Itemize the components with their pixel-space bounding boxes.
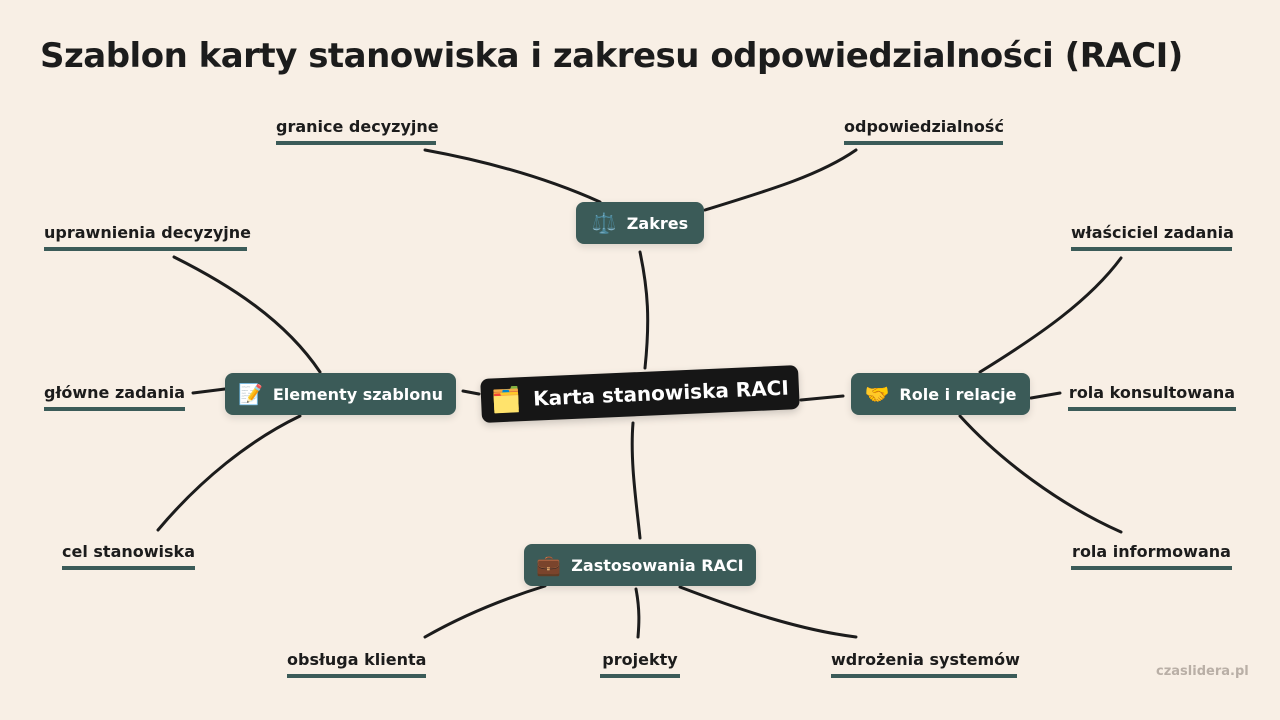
connector-role-konsultowana [1029, 391, 1062, 400]
leaf-rola-informowana[interactable]: rola informowana [1071, 542, 1232, 570]
branch-node-role-i-relacje[interactable]: 🤝 Role i relacje [851, 373, 1030, 415]
center-node-label: Karta stanowiska RACI [532, 375, 790, 411]
branch-node-zastosowania-raci[interactable]: 💼 Zastosowania RACI [524, 544, 756, 586]
leaf-granice-decyzyjne[interactable]: granice decyzyjne [276, 117, 439, 145]
connector-center-role [799, 394, 845, 402]
memo-icon: 📝 [237, 382, 263, 406]
branch-node-zakres[interactable]: ⚖️ Zakres [576, 202, 704, 244]
leaf-obsluga-klienta[interactable]: obsługa klienta [287, 650, 426, 678]
branch-label-role-i-relacje: Role i relacje [899, 384, 1017, 404]
leaf-odpowiedzialnosc[interactable]: odpowiedzialność [844, 117, 1004, 145]
branch-label-elementy-szablonu: Elementy szablonu [272, 384, 444, 404]
leaf-projekty[interactable]: projekty [600, 650, 680, 678]
leaf-rola-konsultowana[interactable]: rola konsultowana [1068, 383, 1236, 411]
branch-node-elementy-szablonu[interactable]: 📝 Elementy szablonu [225, 373, 456, 415]
watermark: czaslidera.pl [1156, 664, 1249, 679]
connector-zakres-odpowiedzialnosc [703, 148, 858, 212]
branch-label-zakres: Zakres [626, 213, 689, 233]
leaf-uprawnienia-decyzyjne[interactable]: uprawnienia decyzyjne [44, 223, 251, 251]
branch-label-zastosowania-raci: Zastosowania RACI [571, 555, 744, 575]
connector-elementy-uprawnienia [172, 255, 322, 374]
page-title: Szablon karty stanowiska i zakresu odpow… [40, 36, 1183, 76]
connector-zastosowania-wdrozenia [678, 585, 858, 639]
briefcase-icon: 💼 [536, 553, 562, 577]
connector-zakres-granice [423, 148, 602, 204]
balance-scale-icon: ⚖️ [591, 211, 617, 235]
card-index-dividers-icon: 🗂️ [490, 385, 522, 415]
leaf-cel-stanowiska[interactable]: cel stanowiska [62, 542, 195, 570]
connector-elementy-cel [156, 414, 302, 532]
connector-zastosowania-projekty [634, 587, 641, 639]
leaf-wdrozenia-systemow[interactable]: wdrożenia systemów [831, 650, 1020, 678]
connector-role-informowana [958, 414, 1123, 534]
leaf-wlasciciel-zadania[interactable]: właściciel zadania [1071, 223, 1234, 251]
leaf-glowne-zadania[interactable]: główne zadania [44, 383, 185, 411]
handshake-icon: 🤝 [864, 382, 890, 406]
connector-zastosowania-obsluga [423, 584, 547, 639]
connector-center-elementy [461, 389, 481, 396]
connector-center-zakres [638, 250, 650, 370]
connector-elementy-glowne [191, 387, 227, 395]
connector-center-zastosowania [630, 421, 642, 540]
connector-role-wlasciciel [978, 256, 1123, 374]
